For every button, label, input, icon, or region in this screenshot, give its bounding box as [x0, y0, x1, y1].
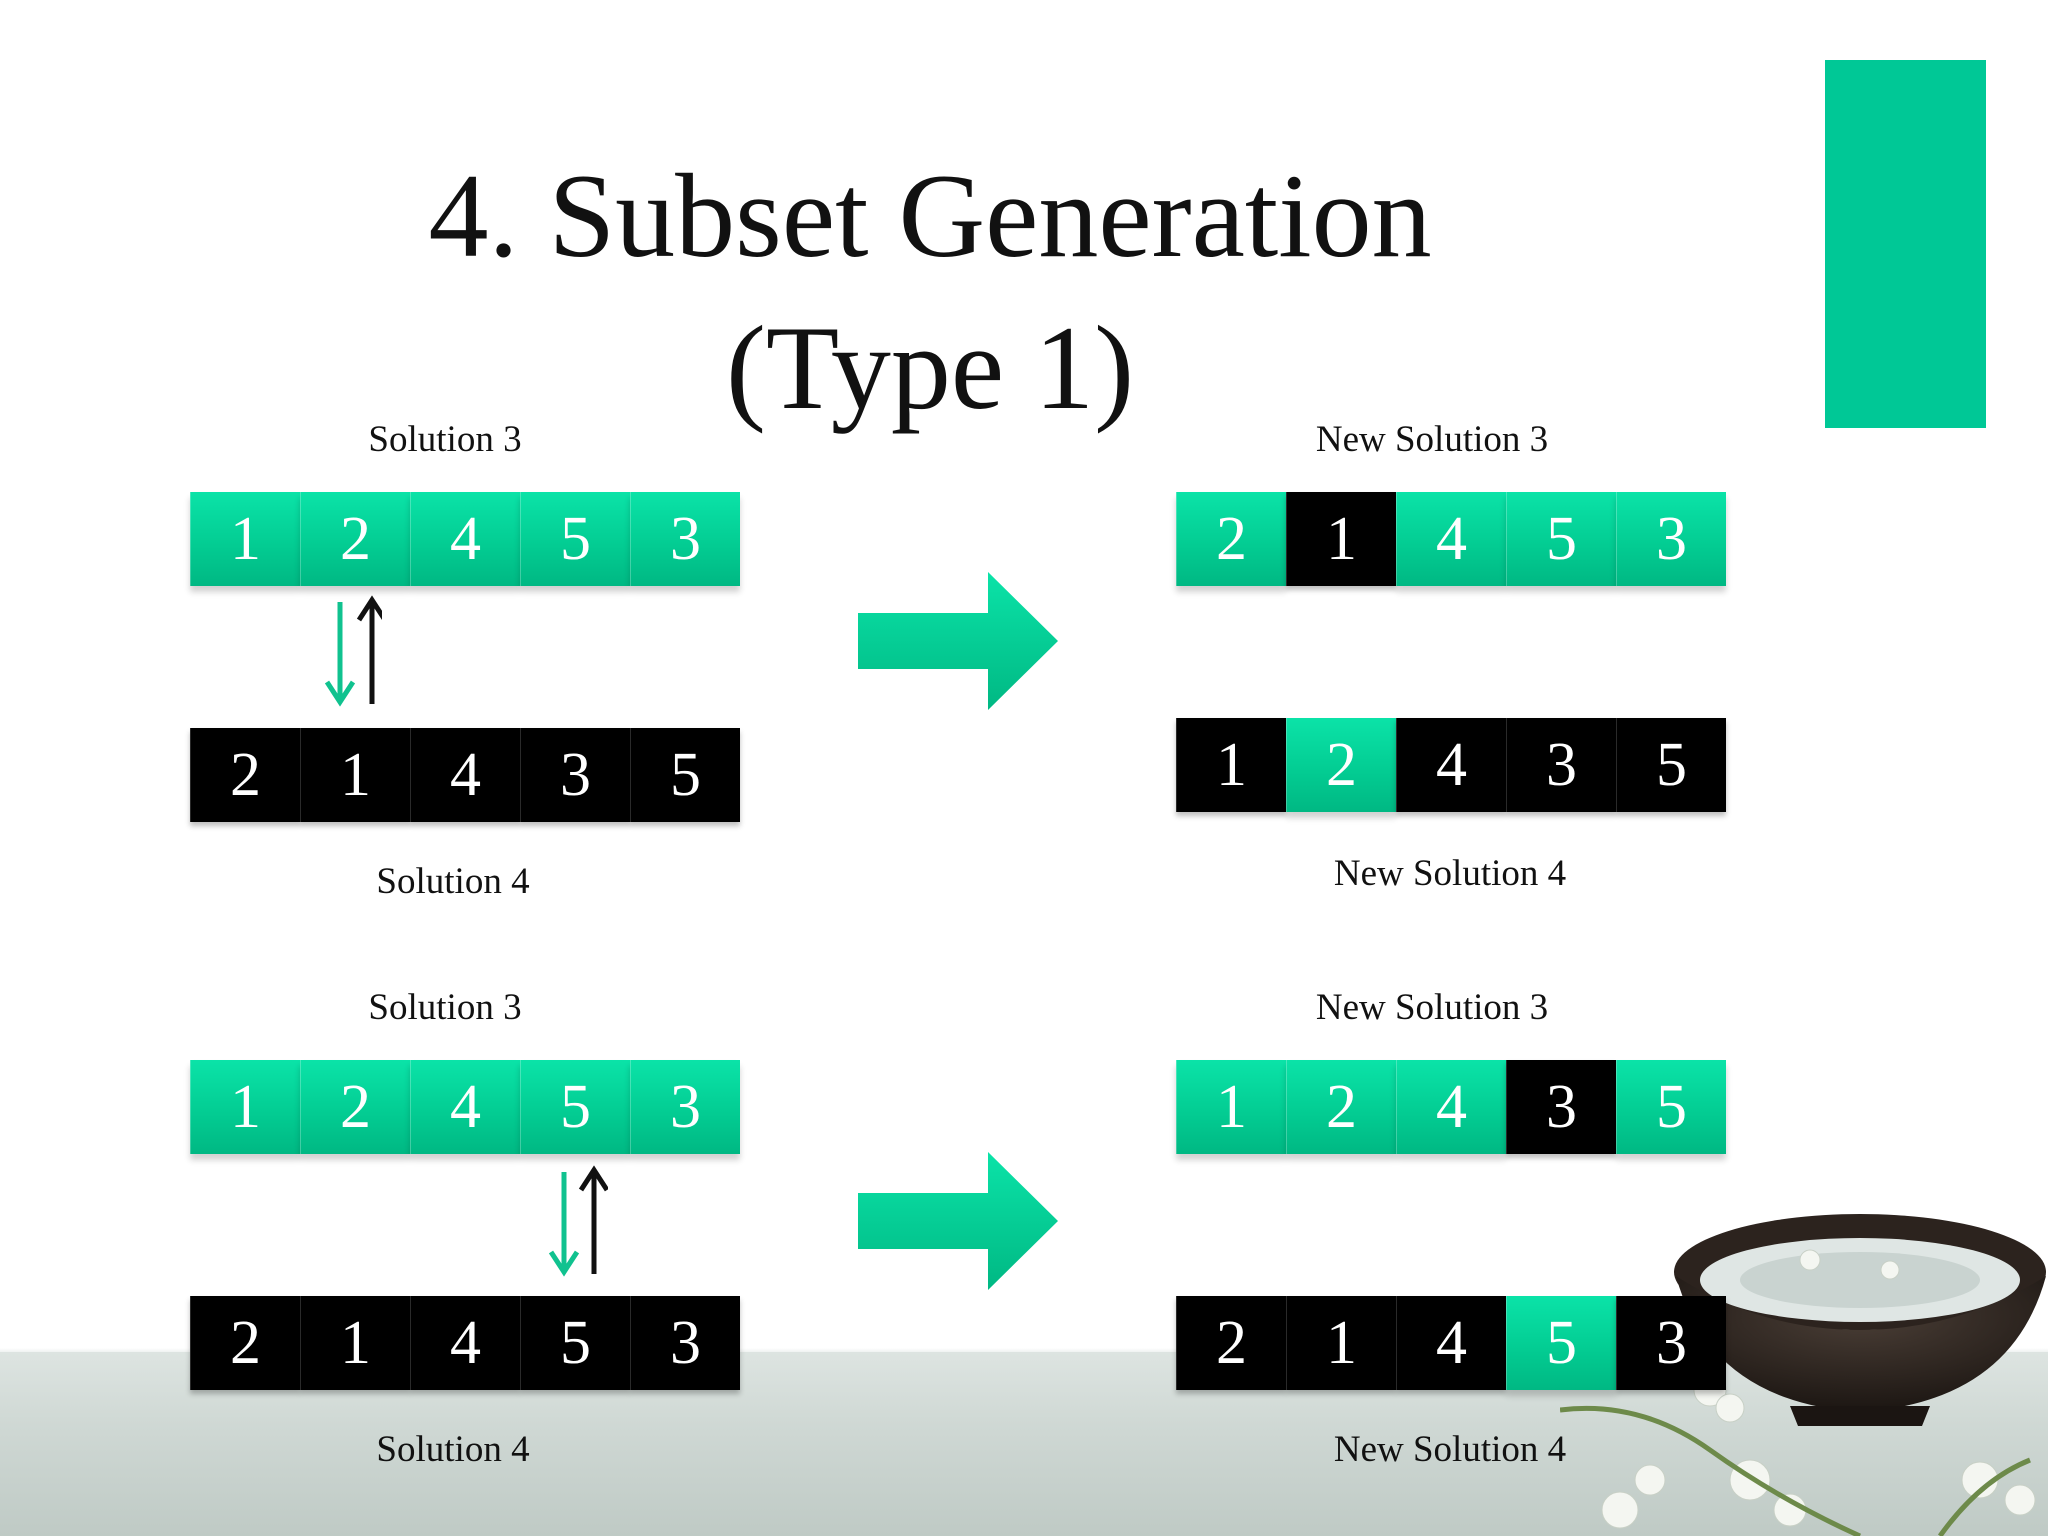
number-cell: 3	[630, 492, 740, 586]
number-cell: 1	[1286, 1296, 1396, 1390]
number-cell: 5	[1506, 1296, 1616, 1390]
number-cell: 5	[520, 492, 630, 586]
example-2-before-bottom-label: Solution 4	[376, 1429, 530, 1470]
number-cell: 5	[1616, 718, 1726, 812]
number-cell: 2	[300, 492, 410, 586]
number-cell: 4	[1396, 492, 1506, 586]
number-cell: 5	[1506, 492, 1616, 586]
number-cell: 5	[520, 1296, 630, 1390]
number-cell: 5	[520, 1060, 630, 1154]
example-2-after-bottom-label: New Solution 4	[1333, 1429, 1567, 1470]
number-cell: 1	[1176, 718, 1286, 812]
number-cell: 3	[1616, 1296, 1726, 1390]
number-cell: 4	[410, 728, 520, 822]
number-cell: 1	[1286, 492, 1396, 586]
number-cell: 2	[1286, 1060, 1396, 1154]
number-cell: 3	[520, 728, 630, 822]
number-cell: 2	[1176, 492, 1286, 586]
example-2-before-top-label: Solution 3	[368, 987, 522, 1028]
transform-arrow-icon	[858, 572, 1058, 710]
number-cell: 2	[300, 1060, 410, 1154]
example-1-after-top-label: New Solution 3	[1315, 419, 1549, 460]
up-arrow-head	[356, 595, 382, 622]
number-cell: 4	[410, 492, 520, 586]
number-cell: 4	[410, 1060, 520, 1154]
number-cell: 3	[1506, 718, 1616, 812]
down-arrow-head	[324, 680, 356, 707]
number-cell: 5	[1616, 1060, 1726, 1154]
number-cell: 2	[190, 728, 300, 822]
example-1-before-top-label: Solution 3	[368, 419, 522, 460]
example-1-before-bottom-label: Solution 4	[376, 861, 530, 902]
up-arrow-head	[578, 1165, 608, 1192]
number-cell: 1	[190, 492, 300, 586]
slide-title: 4. Subset Generation (Type 1)	[330, 140, 1530, 444]
swap-arrows-icon	[548, 1165, 608, 1277]
title-line-1: 4. Subset Generation	[428, 149, 1432, 282]
down-arrow-head	[548, 1250, 580, 1277]
number-cell: 5	[630, 728, 740, 822]
number-cell: 4	[1396, 1060, 1506, 1154]
example-1-after-bottom-label: New Solution 4	[1333, 853, 1567, 894]
swap-arrows-icon	[324, 595, 382, 707]
number-cell: 1	[1176, 1060, 1286, 1154]
number-cell: 2	[1176, 1296, 1286, 1390]
number-cell: 4	[1396, 718, 1506, 812]
number-cell: 4	[1396, 1296, 1506, 1390]
number-cell: 3	[630, 1060, 740, 1154]
title-line-2: (Type 1)	[725, 301, 1135, 434]
example-2-after-top-label: New Solution 3	[1315, 987, 1549, 1028]
number-cell: 3	[1506, 1060, 1616, 1154]
number-cell: 3	[1616, 492, 1726, 586]
number-cell: 4	[410, 1296, 520, 1390]
floor-highlight	[0, 1348, 2048, 1354]
number-cell: 2	[1286, 718, 1396, 812]
number-cell: 1	[190, 1060, 300, 1154]
transform-arrow-icon	[858, 1152, 1058, 1290]
number-cell: 3	[630, 1296, 740, 1390]
number-cell: 1	[300, 1296, 410, 1390]
number-cell: 1	[300, 728, 410, 822]
number-cell: 2	[190, 1296, 300, 1390]
accent-bar	[1825, 60, 1986, 428]
